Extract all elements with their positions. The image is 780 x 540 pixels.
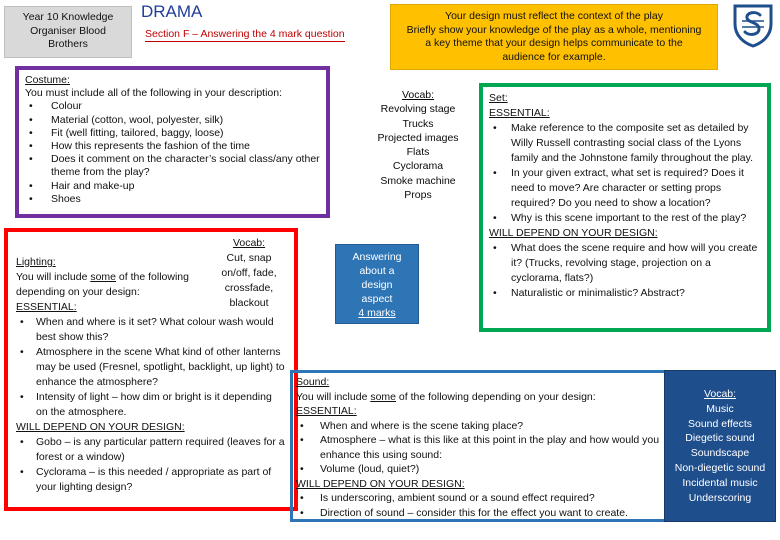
list-item: Does it comment on the character’s socia… xyxy=(25,153,320,179)
lighting-panel: Vocab: Cut, snap on/off, fade, crossfade… xyxy=(4,228,298,511)
vocab-item: Music xyxy=(706,402,734,415)
context-line: audience for example. xyxy=(502,50,606,63)
title-line: Year 10 Knowledge xyxy=(22,11,114,23)
sound-depend-list: Is underscoring, ambient sound or a soun… xyxy=(296,491,661,520)
intro-text: of the following depending on your desig… xyxy=(396,390,596,403)
sound-intro: You will include some of the following d… xyxy=(296,390,661,405)
list-item: Shoes xyxy=(25,193,320,206)
essential-heading: ESSENTIAL: xyxy=(296,405,357,417)
depend-heading: WILL DEPEND ON YOUR DESIGN: xyxy=(489,227,658,239)
list-item: Intensity of light – how dim or bright i… xyxy=(16,390,286,420)
lighting-depend-list: Gobo – is any particular pattern require… xyxy=(16,435,286,495)
vocab-item: Cyclorama xyxy=(392,160,444,173)
marks-label: 4 marks xyxy=(358,307,396,319)
list-item: Colour xyxy=(25,100,320,113)
list-item: In your given extract, what set is requi… xyxy=(489,166,761,211)
vocab-item: Non-diegetic sound xyxy=(674,461,766,474)
vocab-item: on/off, fade, xyxy=(221,267,277,279)
title-box: Year 10 Knowledge Organiser Blood Brothe… xyxy=(4,6,132,58)
vocab-item: Smoke machine xyxy=(380,174,456,187)
list-item: Naturalistic or minimalistic? Abstract? xyxy=(489,286,761,301)
title-line: Brothers xyxy=(48,38,88,50)
vocab-item: Sound effects xyxy=(687,417,753,430)
list-item: When and where is it set? What colour wa… xyxy=(16,315,286,345)
vocab-item: Soundscape xyxy=(690,447,750,460)
intro-text: You will include xyxy=(16,271,91,283)
lighting-vocab: Vocab: Cut, snap on/off, fade, crossfade… xyxy=(208,236,290,311)
list-item: Atmosphere in the scene What kind of oth… xyxy=(16,345,286,390)
answering-line: Answering xyxy=(352,251,402,263)
answering-line: about a xyxy=(359,265,395,277)
section-heading: Section F – Answering the 4 mark questio… xyxy=(145,28,365,48)
title-line: Organiser Blood xyxy=(30,24,106,37)
lighting-intro: You will include some of the following d… xyxy=(16,270,216,300)
sound-vocab: Vocab: Music Sound effects Diegetic soun… xyxy=(664,370,776,522)
vocab-item: Cut, snap xyxy=(226,252,272,264)
stage-vocab: Vocab: Revolving stage Trucks Projected … xyxy=(372,88,464,214)
vocab-item: Diegetic sound xyxy=(685,432,755,445)
list-item: Why is this scene important to the rest … xyxy=(489,211,761,226)
depend-heading: WILL DEPEND ON YOUR DESIGN: xyxy=(16,421,185,433)
vocab-item: Trucks xyxy=(402,117,434,130)
list-item: What does the scene require and how will… xyxy=(489,241,761,286)
lighting-essential-list: When and where is it set? What colour wa… xyxy=(16,315,286,420)
list-item: Direction of sound – consider this for t… xyxy=(296,506,661,521)
essential-heading: ESSENTIAL: xyxy=(489,107,550,119)
depend-heading: WILL DEPEND ON YOUR DESIGN: xyxy=(296,477,465,490)
list-item: Hair and make-up xyxy=(25,180,320,193)
context-line: Your design must reflect the context of … xyxy=(445,10,663,22)
set-panel: Set: ESSENTIAL: Make reference to the co… xyxy=(479,83,771,332)
set-heading: Set: xyxy=(489,92,508,104)
vocab-item: Revolving stage xyxy=(380,103,456,116)
costume-panel: Costume: You must include all of the fol… xyxy=(15,66,330,218)
vocab-item: Incidental music xyxy=(682,476,758,489)
vocab-item: Flats xyxy=(406,146,430,159)
sound-essential-list: When and where is the scene taking place… xyxy=(296,419,661,477)
list-item: Cyclorama – is this needed / appropriate… xyxy=(16,465,286,495)
list-item: How this represents the fashion of the t… xyxy=(25,140,320,153)
list-item: Fit (well fitting, tailored, baggy, loos… xyxy=(25,127,320,140)
subject-title: DRAMA xyxy=(141,2,203,21)
context-line: Briefly show your knowledge of the play … xyxy=(406,23,702,36)
intro-text: You will include xyxy=(296,390,371,403)
intro-some: some xyxy=(370,390,397,403)
sound-heading: Sound: xyxy=(296,376,330,388)
answering-line: aspect xyxy=(361,293,393,305)
intro-text: of the following depending on your desig… xyxy=(16,271,189,298)
answering-box: Answering about a design aspect 4 marks xyxy=(335,244,419,324)
vocab-item: blackout xyxy=(229,297,269,309)
context-line: a key theme that your design helps commu… xyxy=(425,37,683,49)
set-depend-list: What does the scene require and how will… xyxy=(489,241,761,301)
sound-panel: Sound: You will include some of the foll… xyxy=(290,370,667,522)
vocab-item: crossfade, xyxy=(224,282,274,294)
vocab-item: Underscoring xyxy=(688,491,752,504)
list-item: Material (cotton, wool, polyester, silk) xyxy=(25,114,320,127)
vocab-heading: Vocab: xyxy=(401,89,435,101)
set-essential-list: Make reference to the composite set as d… xyxy=(489,121,761,226)
vocab-item: Props xyxy=(404,189,432,202)
intro-some: some xyxy=(90,271,117,283)
list-item: Gobo – is any particular pattern require… xyxy=(16,435,286,465)
context-box: Your design must reflect the context of … xyxy=(390,4,718,70)
section-heading-text: Section F – Answering the 4 mark questio… xyxy=(145,28,345,42)
list-item: When and where is the scene taking place… xyxy=(296,419,661,434)
costume-heading: Costume: xyxy=(25,74,70,86)
costume-list: Colour Material (cotton, wool, polyester… xyxy=(25,100,320,206)
essential-heading: ESSENTIAL: xyxy=(16,301,77,313)
vocab-item: Projected images xyxy=(377,131,459,144)
vocab-heading: Vocab: xyxy=(703,388,737,400)
costume-intro: You must include all of the following in… xyxy=(25,87,283,100)
list-item: Volume (loud, quiet?) xyxy=(296,462,661,477)
lighting-heading: Lighting: xyxy=(16,256,56,268)
list-item: Atmosphere – what is this like at this p… xyxy=(296,433,661,462)
list-item: Is underscoring, ambient sound or a soun… xyxy=(296,491,661,506)
list-item: Make reference to the composite set as d… xyxy=(489,121,761,166)
school-crest-icon xyxy=(730,2,776,48)
vocab-heading: Vocab: xyxy=(232,237,266,249)
answering-line: design xyxy=(361,279,393,291)
